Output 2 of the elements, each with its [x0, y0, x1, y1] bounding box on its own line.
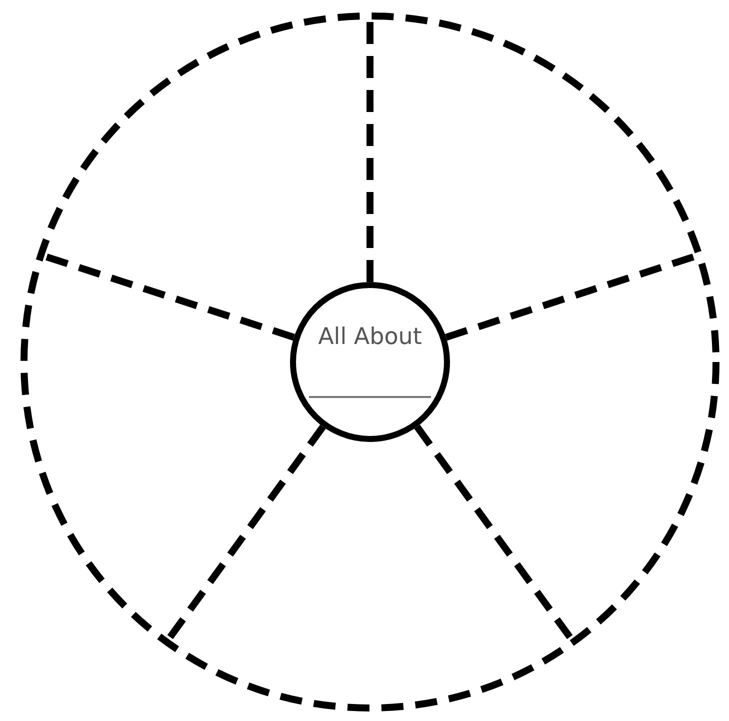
circle-heading: All About [317, 324, 423, 350]
outer-circle [20, 12, 720, 712]
